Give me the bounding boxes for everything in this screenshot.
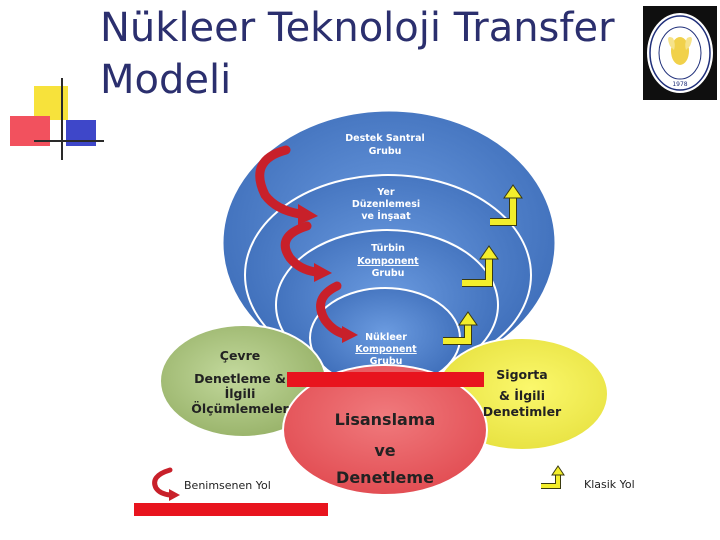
ring-outer-label-2: Grubu bbox=[369, 146, 402, 157]
title-line-2: Modeli bbox=[100, 57, 232, 103]
legend-adopted-label: Benimsenen Yol bbox=[184, 479, 271, 492]
adopted-path-arrow-1 bbox=[255, 145, 318, 225]
bottom-circle-label-1: Lisanslama bbox=[335, 410, 436, 429]
right-circle-label-3: Denetimler bbox=[483, 404, 562, 419]
legend-red-arrow-icon bbox=[152, 467, 180, 501]
page-title: Nükleer Teknoloji Transfer Modeli bbox=[100, 2, 640, 106]
ring-outer-label-1: Destek Santral bbox=[345, 133, 425, 144]
legend-classic-label: Klasik Yol bbox=[584, 478, 635, 491]
legend-adopted-path: Benimsenen Yol bbox=[152, 467, 271, 501]
ring-2-label-3: ve İnşaat bbox=[361, 211, 411, 222]
ring-2-label: Yer Düzenlemesi ve İnşaat bbox=[352, 187, 420, 222]
bottom-circle bbox=[282, 364, 488, 496]
vertical-line bbox=[61, 78, 63, 160]
bottom-circle-label-2: ve bbox=[374, 441, 395, 460]
right-circle-label-2: & İlgili bbox=[499, 388, 545, 403]
ring-2-label-2: Düzenlemesi bbox=[352, 199, 420, 210]
ring-inner-label-1: Nükleer bbox=[365, 332, 407, 343]
ring-outer-label: Destek Santral Grubu bbox=[345, 133, 425, 157]
classic-path-arrow-2 bbox=[462, 245, 499, 287]
left-circle-label-3: İlgili bbox=[225, 386, 256, 401]
right-circle-label: Sigorta & İlgili Denetimler bbox=[483, 367, 562, 419]
ring-inner-label-3: Grubu bbox=[370, 356, 403, 367]
ring-3-label-3: Grubu bbox=[372, 268, 405, 279]
legend-yellow-arrow-icon bbox=[541, 465, 565, 489]
ring-inner-label: Nükleer Komponent Grubu bbox=[355, 332, 417, 367]
horizontal-line bbox=[34, 140, 104, 142]
legend-classic-path: Klasik Yol bbox=[541, 465, 635, 491]
legend-red-bar bbox=[134, 503, 328, 516]
ring-3-label-2: Komponent bbox=[357, 256, 419, 267]
classic-path-arrow-3 bbox=[443, 311, 478, 345]
ring-2-label-1: Yer bbox=[376, 187, 394, 198]
bottom-circle-label-3: Denetleme bbox=[336, 468, 434, 487]
bottom-circle-label: Lisanslama ve Denetleme bbox=[335, 410, 436, 487]
adopted-path-arrow-2 bbox=[280, 221, 332, 282]
left-circle-label-4: Ölçümlemeler bbox=[191, 401, 289, 416]
seal-year: 1978 bbox=[672, 81, 687, 88]
university-seal-logo: 1978 bbox=[643, 6, 717, 100]
adopted-path-arrow-3 bbox=[316, 281, 358, 343]
left-circle-label-1: Çevre bbox=[220, 348, 260, 363]
ring-3-label-1: Türbin bbox=[371, 243, 405, 254]
red-bar bbox=[287, 372, 484, 387]
right-circle-label-1: Sigorta bbox=[496, 367, 547, 382]
classic-path-arrow-1 bbox=[490, 184, 523, 226]
decorative-squares bbox=[10, 78, 110, 168]
left-circle-label-2: Denetleme & bbox=[194, 371, 286, 386]
title-line-1: Nükleer Teknoloji Transfer bbox=[100, 5, 615, 51]
ring-3-label: Türbin Komponent Grubu bbox=[357, 243, 419, 279]
ring-inner-label-2: Komponent bbox=[355, 344, 417, 355]
left-circle-label: Çevre Denetleme & İlgili Ölçümlemeler bbox=[191, 348, 289, 416]
